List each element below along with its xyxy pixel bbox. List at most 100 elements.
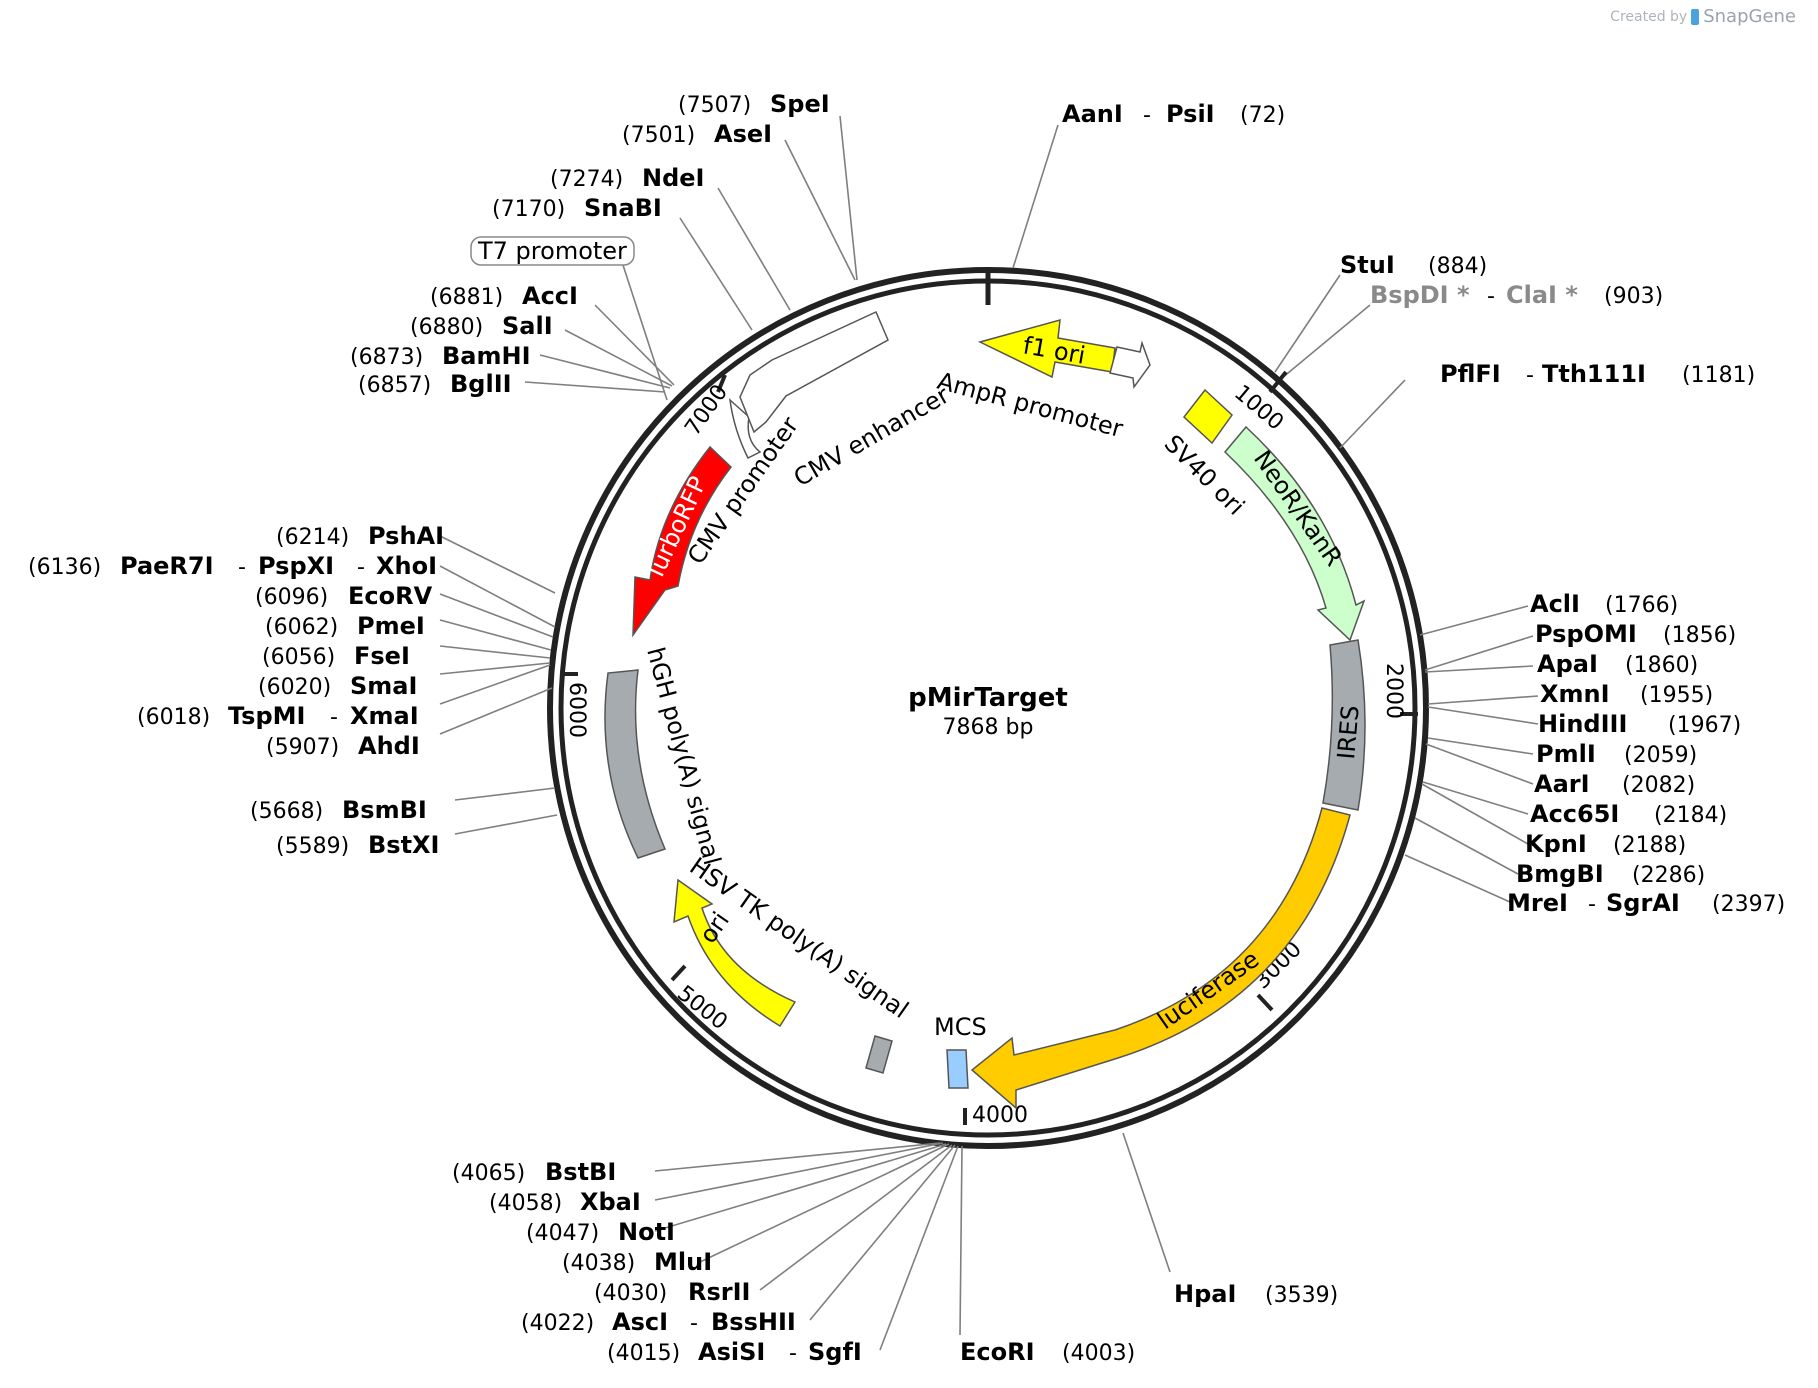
tick-label-4000: 4000 [972,1103,1028,1128]
t7-promoter-box [470,236,635,266]
site-pos-2184: (2184) [1654,803,1727,828]
site-pos-2397: (2397) [1712,892,1785,917]
site-label-pspxi: PspXI [258,552,334,580]
site-sep: - [330,705,338,730]
site-label-asci: AscI [612,1308,668,1336]
site-pos-1856: (1856) [1663,623,1736,648]
site-pos-7274: (7274) [550,167,623,192]
site-pos-7507: (7507) [678,93,751,118]
feature-ampr-promoter[interactable] [1109,340,1151,390]
feature-neor-kanr[interactable] [1223,425,1366,642]
site-label-fsei: FseI [354,642,410,670]
site-label-hpai: HpaI [1174,1280,1236,1308]
site-label-hindiii: HindIII [1538,710,1627,738]
label-ires: IRES [1332,704,1365,760]
site-pos-1860: (1860) [1625,653,1698,678]
feature-f1-ori[interactable] [977,318,1116,379]
feature-turborfp[interactable] [632,445,733,638]
site-pos-2286: (2286) [1632,863,1705,888]
site-label-smai: SmaI [350,672,417,700]
site-label-ahdi: AhdI [358,732,420,760]
site-label-xhoi: XhoI [376,552,437,580]
site-label-rsrii: RsrII [688,1278,750,1306]
label-cmv-enhancer: CMV enhancer [789,381,954,493]
site-pos-4003: (4003) [1062,1341,1135,1366]
position-ticks [560,370,1418,1125]
site-sep: - [1526,363,1534,388]
credit-prefix: Created by [1610,8,1688,25]
feature-cmv-enhancer[interactable] [739,310,889,434]
site-sep: - [690,1311,698,1336]
feature-hgh-polya[interactable] [604,669,667,859]
backbone-outer-ring [547,267,1429,1149]
site-label-tspmi: TspMI [228,702,305,730]
site-label-acli: AclI [1530,590,1580,618]
site-label-acci: AccI [522,282,578,310]
site-sep: - [1588,892,1596,917]
site-pos-6136: (6136) [28,555,101,580]
features [604,310,1366,1110]
tick-label-2000: 2000 [1381,663,1406,719]
site-label-xmai: XmaI [350,702,419,730]
site-label-clai: ClaI * [1506,281,1578,309]
site-pos-3539: (3539) [1265,1283,1338,1308]
site-label-pmei: PmeI [357,612,425,640]
site-label-aari: AarI [1534,770,1590,798]
site-sep: - [357,555,365,580]
site-pos-4022: (4022) [521,1311,594,1336]
site-pos-6880: (6880) [410,315,483,340]
site-labels: AanI - PsiI (72) StuI (884) BspDI * - Cl… [28,90,1785,1366]
site-pos-6020: (6020) [258,675,331,700]
site-label-bsmbi: BsmBI [342,796,427,824]
site-pos-6056: (6056) [262,645,335,670]
site-pos-1967: (1967) [1668,713,1741,738]
site-label-sali: SalI [502,312,553,340]
feature-luciferase[interactable] [970,807,1351,1110]
site-label-apai: ApaI [1537,650,1598,678]
site-label-spei: SpeI [770,90,830,118]
site-label-pshai: PshAI [368,522,444,550]
site-pos-884: (884) [1428,254,1487,279]
site-label-paer7i: PaeR7I [120,552,214,580]
site-pos-5589: (5589) [276,834,349,859]
site-label-bspdi: BspDI * [1370,281,1470,309]
site-label-sgrai: SgrAI [1606,889,1680,917]
feature-hsv-tk-polya[interactable] [865,1035,893,1074]
site-pos-1766: (1766) [1605,593,1678,618]
feature-cmv-promoter[interactable] [728,398,762,460]
feature-sv40-ori[interactable] [1182,388,1233,445]
site-pos-4058: (4058) [489,1191,562,1216]
site-label-tth111i: Tth111I [1542,360,1646,388]
site-label-xbai: XbaI [580,1188,641,1216]
site-label-aani: AanI [1062,100,1123,128]
site-pos-6857: (6857) [358,373,431,398]
feature-ires[interactable] [1322,639,1366,811]
site-label-bmgbi: BmgBI [1516,860,1604,888]
site-label-ecori: EcoRI [960,1338,1035,1366]
label-ampr-promoter: AmpR promoter [934,367,1126,443]
credit-brand: SnapGene [1703,6,1796,27]
site-pos-6881: (6881) [430,285,503,310]
site-pos-4038: (4038) [562,1251,635,1276]
site-sep: - [1143,103,1151,128]
site-label-bstxi: BstXI [368,831,439,859]
label-luciferase: luciferase [1152,945,1264,1035]
tick-label-6000: 6000 [564,682,589,738]
site-label-bglii: BglII [450,370,512,398]
site-pos-1181: (1181) [1682,363,1755,388]
site-pos-1955: (1955) [1640,683,1713,708]
feature-mcs[interactable] [946,1049,969,1089]
site-label-asisi: AsiSI [698,1338,765,1366]
site-label-pspomi: PspOMI [1535,620,1637,648]
leader-lines [439,115,1539,1351]
site-pos-5668: (5668) [250,799,323,824]
site-pos-7170: (7170) [492,197,565,222]
site-pos-4015: (4015) [607,1341,680,1366]
plasmid-name: pMirTarget [908,683,1068,713]
site-pos-2082: (2082) [1622,773,1695,798]
feature-ori[interactable] [673,878,797,1028]
site-pos-6018: (6018) [137,705,210,730]
site-label-acc65i: Acc65I [1530,800,1619,828]
